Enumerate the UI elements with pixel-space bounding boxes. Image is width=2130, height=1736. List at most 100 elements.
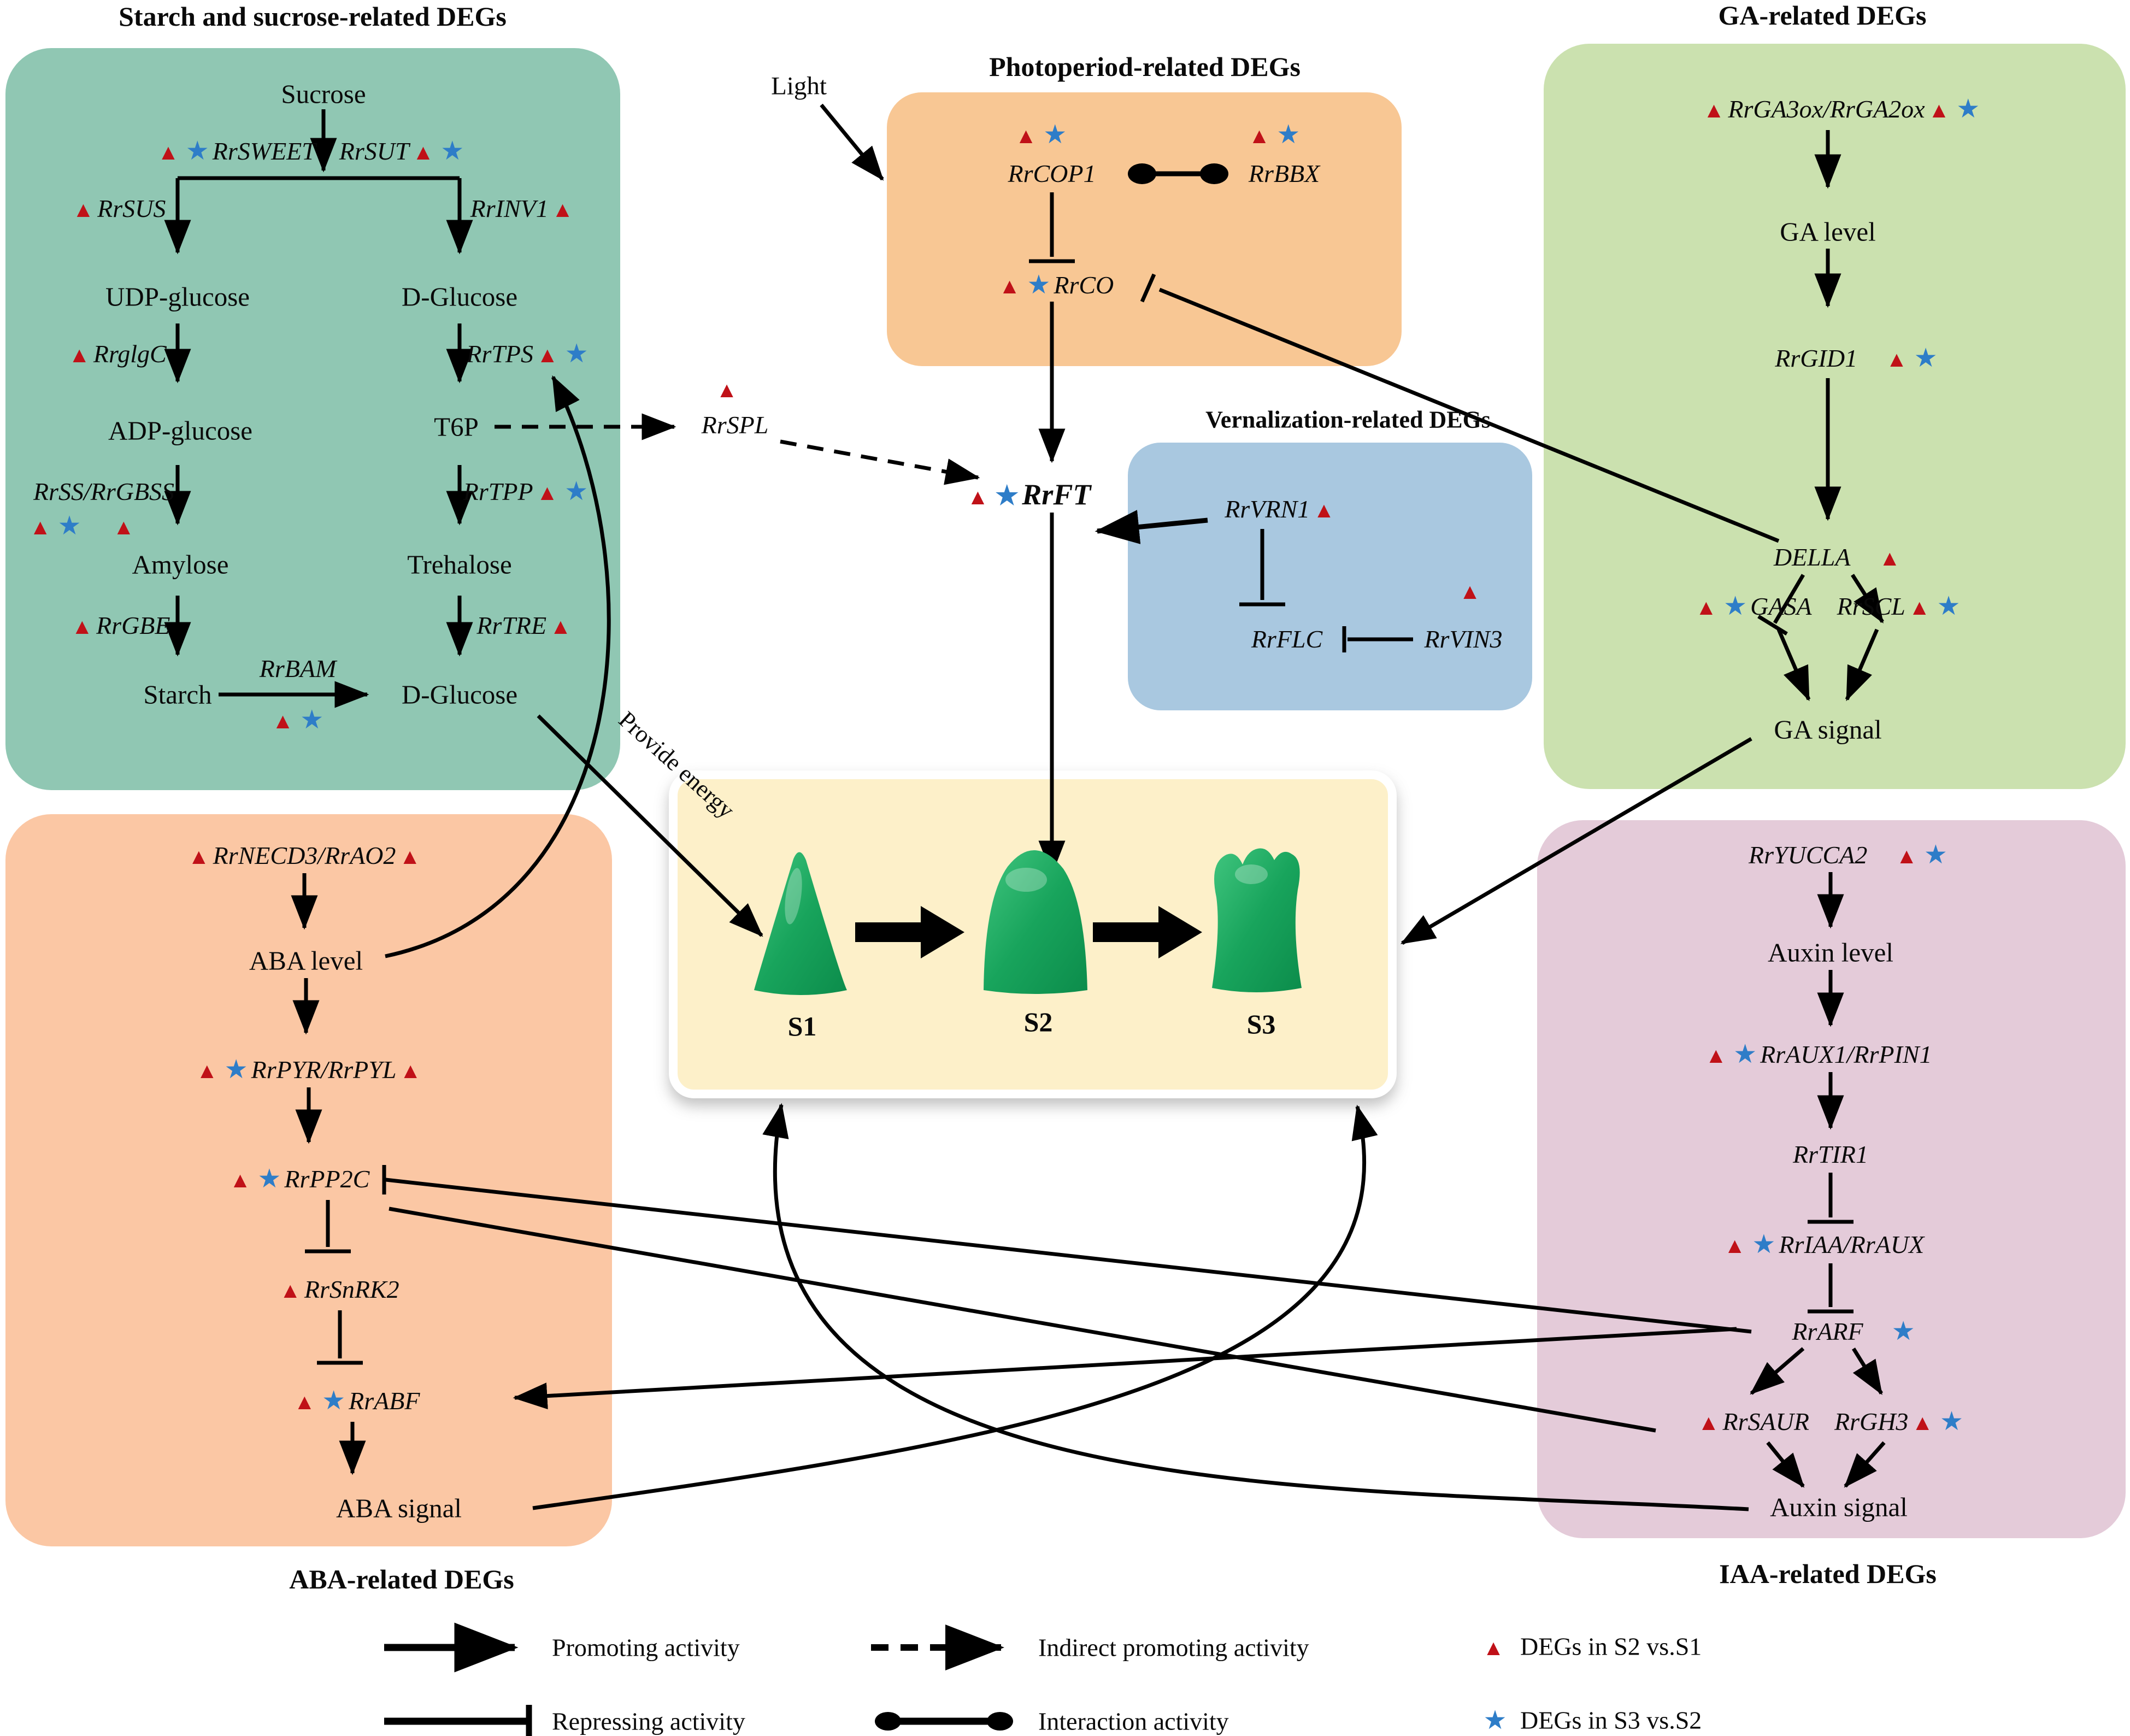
della-to-rrscl-arrow xyxy=(1851,574,1884,623)
blue-star-icon: ★ xyxy=(1276,120,1301,149)
label-text: RrSnRK2 xyxy=(304,1275,399,1303)
red-triangle-icon: ▲ xyxy=(229,1168,251,1192)
red-triangle-icon: ▲ xyxy=(272,709,294,733)
label-text: Amylose xyxy=(132,549,229,580)
blue-star-icon: ★ xyxy=(185,137,209,166)
red-triangle-icon: ▲ xyxy=(293,1390,316,1414)
auxin-signal-to-stages-curve xyxy=(762,1103,1749,1511)
red-triangle-icon: ▲ xyxy=(412,140,434,164)
bud-s1-icon xyxy=(754,852,847,995)
interaction-dots xyxy=(1128,163,1228,184)
stage-s3-label: S3 xyxy=(1247,1010,1276,1038)
s2-to-s3-arrow xyxy=(1093,906,1202,958)
label-text: ADP-glucose xyxy=(108,415,253,446)
red-triangle-icon: ▲ xyxy=(998,274,1021,298)
label-text: GA level xyxy=(1780,216,1876,247)
red-triangle-icon: ▲ xyxy=(279,1278,301,1303)
vrn1-to-rrft-arrow xyxy=(1095,510,1208,544)
red-triangle-icon: ▲ xyxy=(550,614,572,639)
rrspl-marker: ▲ xyxy=(713,379,741,401)
blue-star-icon: ★ xyxy=(1956,95,1980,123)
rrbam-markers: ▲★ xyxy=(269,707,327,733)
label-text: Auxin level xyxy=(1768,937,1893,968)
label-text: RrYUCCA2 xyxy=(1749,841,1868,869)
red-triangle-icon: ▲ xyxy=(716,378,738,402)
rrsus-label: ▲RrSUS xyxy=(69,196,166,221)
label-text: Starch xyxy=(143,679,212,710)
label-text: RrSPL xyxy=(701,411,769,439)
blue-star-icon: ★ xyxy=(564,477,589,506)
red-triangle-icon: ▲ xyxy=(1908,595,1931,620)
legend-red-triangle-icon: ▲ xyxy=(1479,1632,1508,1661)
sucrose-label: Sucrose xyxy=(281,81,366,108)
label-text: RrSS/RrGBSS xyxy=(33,478,175,505)
label-text: ABA level xyxy=(249,945,363,976)
rrcop1-label: RrCOP1 xyxy=(1008,161,1096,186)
label-text: RrTPP xyxy=(463,478,533,505)
adp-glucose-label: ADP-glucose xyxy=(108,417,252,444)
label-text: RrFLC xyxy=(1251,625,1323,653)
label-text: ABA signal xyxy=(336,1493,462,1523)
vernalization-connectors xyxy=(1095,510,1413,652)
red-triangle-icon: ▲ xyxy=(1911,1410,1934,1435)
red-triangle-icon: ▲ xyxy=(29,515,51,539)
aba-signal-label: ABA signal xyxy=(336,1495,462,1522)
blue-star-icon: ★ xyxy=(1923,840,1947,869)
label-text: RrBBX xyxy=(1248,160,1320,187)
ga-signal-to-stages-arrow xyxy=(1400,737,1752,945)
rrbbx-label: RrBBX xyxy=(1249,161,1320,186)
rrarf-label: RrARF★ xyxy=(1792,1319,1918,1345)
blue-star-icon: ★ xyxy=(1733,1040,1757,1069)
label-text: RrSUS xyxy=(97,195,166,222)
label-text: D-Glucose xyxy=(401,281,518,312)
bud-s3-icon xyxy=(1212,848,1302,992)
d-glucose2-label: D-Glucose xyxy=(402,681,517,708)
panel-photoperiod xyxy=(887,92,1402,366)
ga-signal-label: GA signal xyxy=(1774,716,1881,743)
label-text: RrGID1 xyxy=(1775,344,1858,372)
aba-panel-connectors xyxy=(291,873,366,1475)
red-triangle-icon: ▲ xyxy=(1015,123,1037,148)
aba-level-label: ABA level xyxy=(249,948,363,974)
aba-level-to-rrtps-curve xyxy=(385,375,611,958)
label-text: RrAUX1/RrPIN1 xyxy=(1760,1040,1932,1068)
rrtre-label: RrTRE▲ xyxy=(476,613,574,638)
label-text: UDP-glucose xyxy=(105,281,250,312)
label-text: RrPYR/RrPYL xyxy=(251,1056,397,1084)
label-text: RrGBE xyxy=(96,611,170,639)
red-triangle-icon: ▲ xyxy=(188,844,210,869)
red-triangle-icon: ▲ xyxy=(399,844,421,869)
label-text: S1 xyxy=(787,1011,817,1041)
red-triangle-icon: ▲ xyxy=(68,343,90,367)
red-triangle-icon: ▲ xyxy=(1248,123,1270,148)
rrspl-label: RrSPL xyxy=(702,413,769,438)
rraux1-label: ▲★RrAUX1/RrPIN1 xyxy=(1702,1041,1932,1068)
label-text: RrFT xyxy=(1022,478,1091,511)
blue-star-icon: ★ xyxy=(1027,270,1051,299)
label-text: Sucrose xyxy=(281,79,366,109)
label-text: RrBAM xyxy=(259,655,337,682)
blue-star-icon: ★ xyxy=(1940,1407,1964,1436)
red-triangle-icon: ▲ xyxy=(1896,844,1917,868)
cross-panel-connectors xyxy=(382,375,1752,1511)
red-triangle-icon: ▲ xyxy=(536,480,558,505)
red-triangle-icon: ▲ xyxy=(1705,1043,1727,1068)
legend-glyphs xyxy=(384,1622,1013,1736)
label-text: S2 xyxy=(1023,1007,1053,1037)
red-triangle-icon: ▲ xyxy=(1928,98,1950,122)
red-triangle-icon: ▲ xyxy=(967,485,989,509)
label-text: RrCOP1 xyxy=(1008,160,1096,187)
label-text: Light xyxy=(771,72,827,101)
red-triangle-icon: ▲ xyxy=(551,197,574,222)
rrbbx-markers: ▲★ xyxy=(1245,122,1304,148)
red-triangle-icon: ▲ xyxy=(1697,1410,1720,1435)
rrpp2c-label: ▲★RrPP2C xyxy=(226,1166,370,1192)
panel-aba xyxy=(5,814,612,1546)
label-text: RrIAA/RrAUX xyxy=(1779,1231,1925,1258)
label-text: RrINV1 xyxy=(470,195,549,222)
rrvrn1-label: RrVRN1▲ xyxy=(1225,497,1338,522)
label-text: RrPP2C xyxy=(284,1165,370,1193)
